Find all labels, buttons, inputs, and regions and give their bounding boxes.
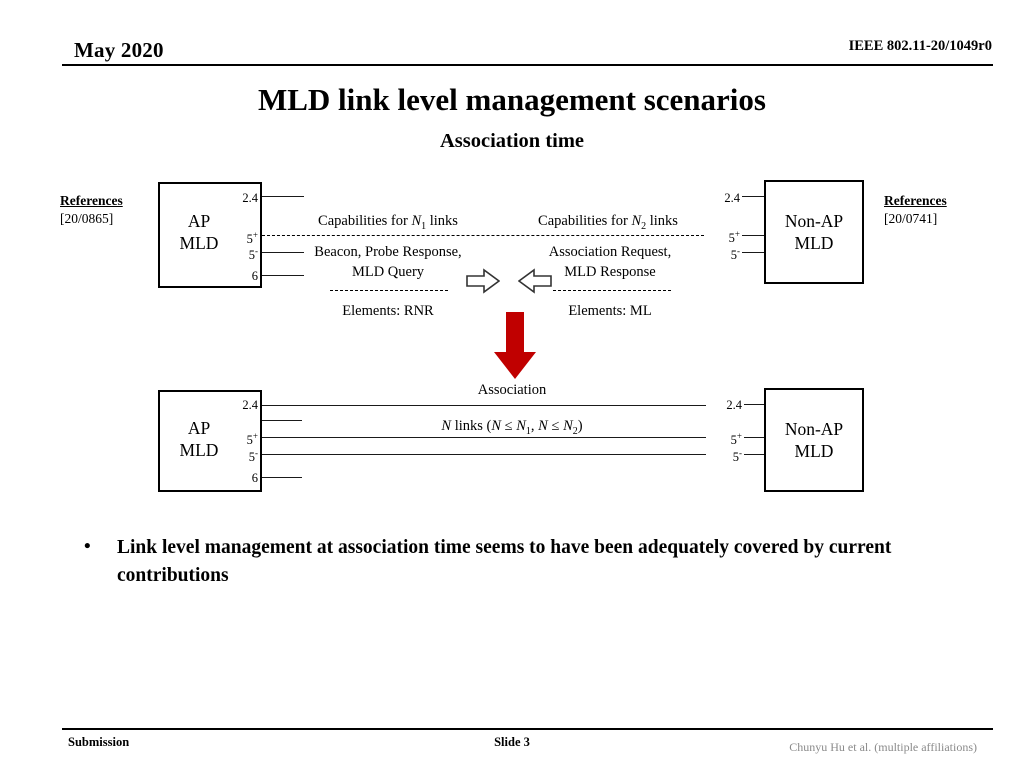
non-ap-stub-5minus-bottom [744,454,764,455]
non-ap-mld-line1-top: Non-AP [784,211,844,231]
footer-divider [62,728,993,730]
non-ap-mld-line1-bottom: Non-AP [784,419,844,439]
ap-stub-24-top [262,196,304,197]
header-divider [62,64,993,66]
established-link-24 [262,405,706,406]
references-right: References [20/0741] [884,192,947,228]
bullet-text: Link level management at association tim… [117,537,892,586]
ap-band-5plus-top: 5+ [246,230,258,247]
non-ap-mld-box-bottom [764,388,864,492]
links-formula: N links (N ≤ N1, N ≤ N2) [441,418,583,437]
non-ap-stub-24-top [742,196,764,197]
ap-stub-5minus-top [262,252,304,253]
ap-mld-line1-top: AP [187,211,211,231]
references-left-heading: References [60,193,123,208]
ap-mld-box-bottom [158,390,262,492]
ap-band-5plus-bottom: 5+ [246,431,258,448]
page-subtitle: Association time [439,130,585,152]
references-left: References [20/0865] [60,192,123,228]
arrow-left-outline-icon [517,268,552,299]
ap-mld-label-top: AP MLD [168,211,230,255]
bullet-marker: • [84,536,91,557]
non-ap-mld-box-top [764,180,864,284]
ap-stub-6-bottom [262,477,302,478]
bullet-list: • Link level management at association t… [84,534,954,589]
established-link-5minus [262,454,706,455]
footer-submission: Submission [68,735,130,749]
ap-stub-6-top [262,275,304,276]
non-ap-band-5minus-bottom: 5- [732,448,742,465]
non-ap-stub-24-bottom [744,404,764,405]
ap-mld-box-top [158,182,262,288]
arrow-down-red-icon [491,312,539,385]
left-frames-line1: Beacon, Probe Response, [314,244,462,260]
established-link-5plus [262,437,706,438]
non-ap-mld-label-top: Non-AP MLD [766,211,862,255]
non-ap-mld-line2-bottom: MLD [794,440,834,461]
ap-band-24-bottom: 2.4 [242,398,258,412]
header-date: May 2020 [74,38,164,62]
ap-mld-line2-bottom: MLD [179,439,219,460]
footer-slide-number: Slide 3 [494,735,530,749]
non-ap-band-5minus-top: 5- [730,246,740,263]
capabilities-n1-label: Capabilities for N1 links [318,213,458,232]
non-ap-mld-label-bottom: Non-AP MLD [766,419,862,463]
arrow-right-outline-icon [466,268,501,299]
ap-mld-line1-bottom: AP [187,418,211,438]
ap-mld-label-bottom: AP MLD [168,418,230,462]
right-elements-separator [553,290,671,291]
left-elements-label: Elements: RNR [342,303,434,319]
references-right-heading: References [884,193,947,208]
non-ap-band-24-top: 2.4 [724,191,740,205]
capabilities-n2-label: Capabilities for N2 links [538,213,678,232]
left-frames-line2: MLD Query [351,264,425,280]
non-ap-stub-5plus-bottom [744,437,764,438]
non-ap-band-5plus-top: 5+ [728,229,740,246]
top-dashed-link [262,235,704,236]
right-elements-label: Elements: ML [568,303,652,319]
ap-stub-unused-bottom [262,420,302,421]
ap-band-6-bottom: 6 [251,471,258,485]
right-frames-line2: MLD Response [564,264,656,280]
non-ap-mld-line2-top: MLD [794,232,834,253]
non-ap-stub-5plus-top [742,235,764,236]
left-elements-separator [330,290,448,291]
page-title: MLD link level management scenarios [257,82,766,117]
references-left-doc: [20/0865] [60,211,114,227]
ap-mld-line2-top: MLD [179,232,219,253]
footer-authors: Chunyu Hu et al. (multiple affiliations) [789,740,977,754]
non-ap-band-24-bottom: 2.4 [726,398,742,412]
ap-band-5minus-bottom: 5- [248,448,258,465]
non-ap-band-5plus-bottom: 5+ [730,431,742,448]
association-label: Association [477,382,547,398]
header-document-number: IEEE 802.11-20/1049r0 [848,38,992,54]
right-frames-line1: Association Request, [548,244,672,260]
ap-band-24-top: 2.4 [242,191,258,205]
ap-band-6-top: 6 [251,269,258,283]
references-right-doc: [20/0741] [884,211,938,227]
ap-band-5minus-top: 5- [248,246,258,263]
non-ap-stub-5minus-top [742,252,764,253]
